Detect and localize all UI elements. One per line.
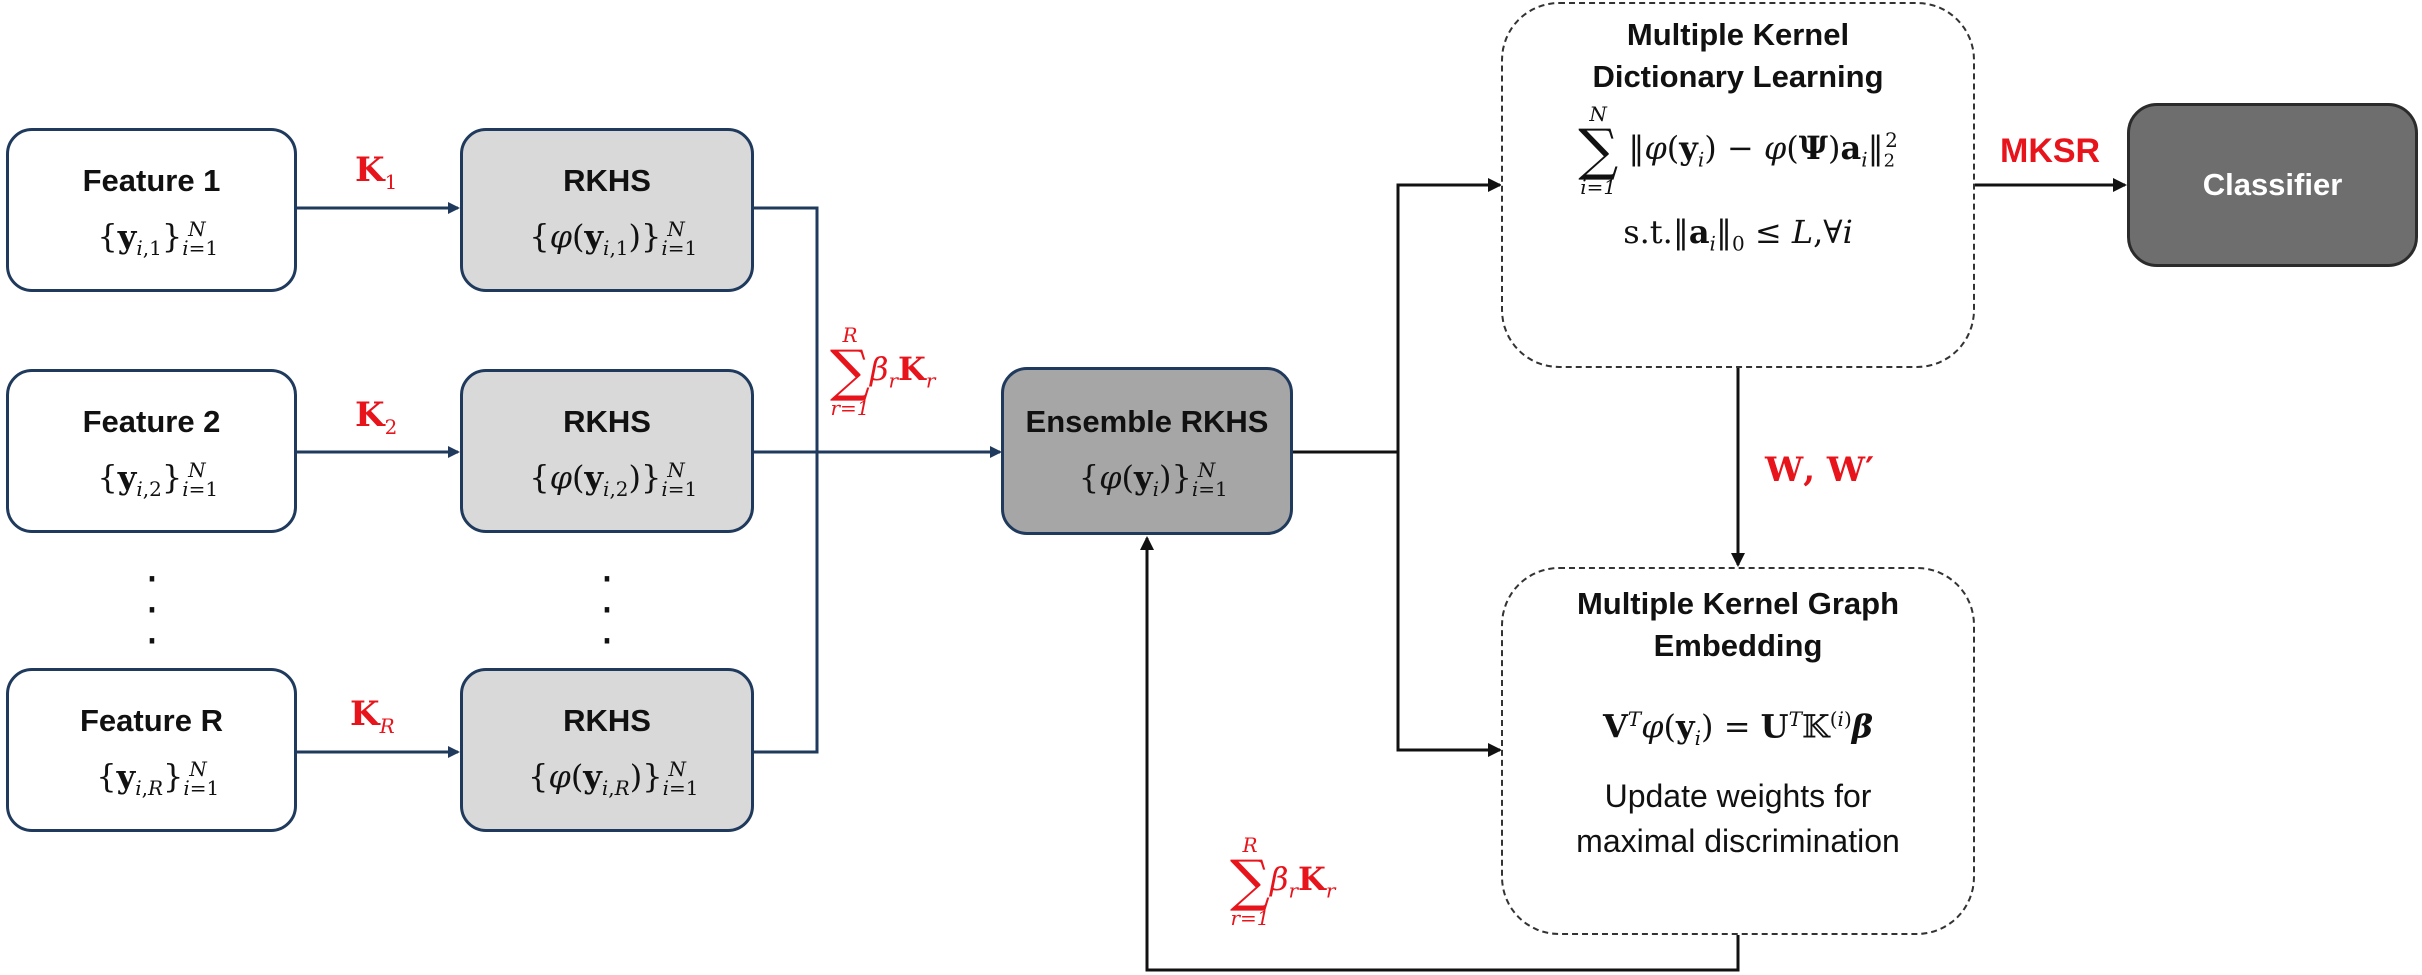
- dictionary-title-line2: Dictionary Learning: [1592, 58, 1884, 94]
- classifier-box: Classifier: [2127, 103, 2418, 267]
- dictionary-constraint: s.t.‖ai‖0 ≤ L,∀i: [1623, 212, 1853, 256]
- ensemble-set: {φ(yi)}i=1N: [1078, 458, 1228, 502]
- kernel-label-R: KR: [350, 694, 395, 738]
- feature-box-1: Feature 1 {yi,1}i=1N: [6, 128, 297, 292]
- feature-title-2: Feature 2: [82, 403, 221, 439]
- embedding-title-line2: Embedding: [1653, 627, 1823, 663]
- arrow-split-embedding: [1396, 452, 1502, 757]
- line-rkhsR-combine: [754, 452, 819, 754]
- embedding-note-line2: maximal discrimination: [1576, 822, 1900, 859]
- mksr-label: MKSR: [2000, 132, 2101, 170]
- arrow-feedback-ensemble: [1140, 536, 1740, 972]
- rkhs-set-1: {φ(yi,1)}i=1N: [529, 217, 698, 261]
- classifier-title: Classifier: [2202, 167, 2343, 203]
- kernel-label-1: K1: [355, 150, 398, 194]
- line-rkhs1-combine: [754, 206, 819, 452]
- ensemble-title: Ensemble RKHS: [1025, 403, 1269, 439]
- feature-set-2: {yi,2}i=1N: [97, 458, 219, 502]
- embedding-title-line1: Multiple Kernel Graph: [1576, 586, 1900, 621]
- rkhs-title-1: RKHS: [563, 162, 651, 198]
- weights-label: W, W′: [1765, 450, 1875, 490]
- feature-box-R: Feature R {yi,R}i=1N: [6, 668, 297, 832]
- dictionary-title-line1: Multiple Kernel: [1626, 17, 1850, 52]
- feature-set-1: {yi,1}i=1N: [97, 217, 219, 261]
- feature-set-R: {yi,R}i=1N: [96, 757, 220, 801]
- arrow-split-dictionary: [1396, 178, 1502, 452]
- feature-title-R: Feature R: [80, 702, 223, 738]
- rkhs-set-R: {φ(yi,R)}i=1N: [528, 757, 699, 801]
- dictionary-objective: N∑i=1 ‖φ(yi) − φ(Ψ)ai‖22: [1578, 101, 1898, 199]
- rkhs-box-R: RKHS {φ(yi,R)}i=1N: [460, 668, 754, 832]
- rkhs-box-2: RKHS {φ(yi,2)}i=1N: [460, 369, 754, 533]
- feature-title-1: Feature 1: [82, 162, 221, 198]
- kernel-label-2: K2: [355, 395, 398, 439]
- rkhs-set-2: {φ(yi,2)}i=1N: [529, 458, 698, 502]
- embedding-equation: VTφ(yi) = UT𝕂(i)β: [1602, 706, 1874, 750]
- rkhs-ellipsis: ···: [600, 554, 614, 667]
- rkhs-title-R: RKHS: [563, 702, 651, 738]
- feature-box-2: Feature 2 {yi,2}i=1N: [6, 369, 297, 533]
- dictionary-learning-box: Multiple Kernel Dictionary Learning N∑i=…: [1501, 2, 1975, 368]
- rkhs-box-1: RKHS {φ(yi,1)}i=1N: [460, 128, 754, 292]
- ensemble-rkhs-box: Ensemble RKHS {φ(yi)}i=1N: [1001, 367, 1293, 535]
- feature-ellipsis: ···: [145, 554, 159, 667]
- embedding-note-line1: Update weights for: [1604, 777, 1872, 814]
- rkhs-title-2: RKHS: [563, 403, 651, 439]
- graph-embedding-box: Multiple Kernel Graph Embedding VTφ(yi) …: [1501, 567, 1975, 935]
